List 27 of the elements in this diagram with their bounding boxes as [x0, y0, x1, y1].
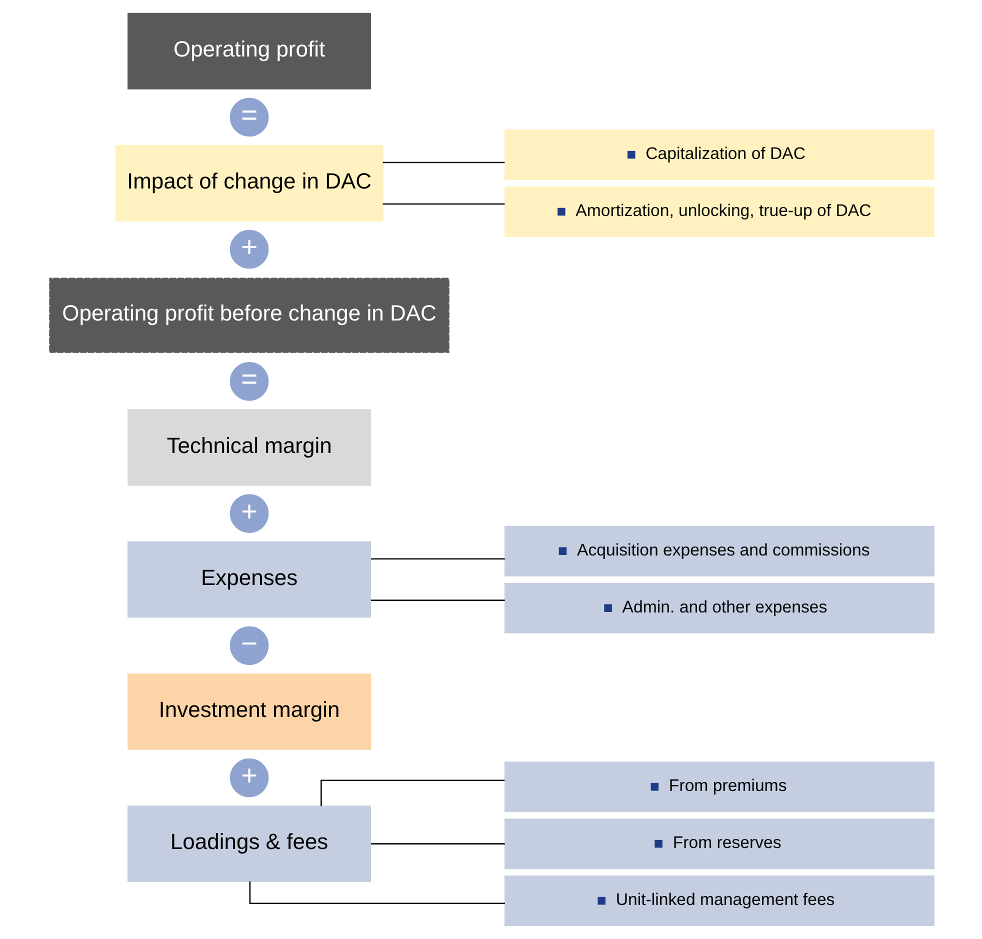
- connector: [248, 882, 504, 904]
- node-box: Operating profit before change in DAC: [48, 277, 450, 354]
- connector: [370, 843, 504, 844]
- node-circle: +: [226, 756, 271, 800]
- node-box: Investment margin: [127, 674, 371, 750]
- node-box: Expenses: [127, 541, 371, 618]
- connector: [382, 162, 504, 164]
- node-circle: =: [226, 359, 271, 404]
- node-circle: −: [226, 624, 271, 668]
- node-box: Technical margin: [127, 409, 371, 486]
- node-circle: =: [226, 95, 271, 140]
- connector: [382, 203, 504, 205]
- node-circle: +: [226, 492, 271, 536]
- node-circle: +: [226, 227, 271, 272]
- node-box: Amortization, unlocking, true-up of DAC: [504, 186, 934, 237]
- connector: [320, 780, 504, 806]
- node-box: Capitalization of DAC: [504, 130, 934, 180]
- node-box: Operating profit: [127, 12, 371, 90]
- connector: [370, 600, 504, 601]
- node-box: Unit-linked management fees: [504, 876, 934, 926]
- node-box: Acquisition expenses and commissions: [504, 526, 934, 576]
- node-box: Impact of change in DAC: [114, 145, 383, 222]
- node-box: From reserves: [504, 818, 934, 870]
- node-box: Loadings & fees: [127, 806, 371, 882]
- node-box: From premiums: [504, 762, 934, 812]
- node-box: Admin. and other expenses: [504, 582, 934, 634]
- connector: [370, 558, 504, 560]
